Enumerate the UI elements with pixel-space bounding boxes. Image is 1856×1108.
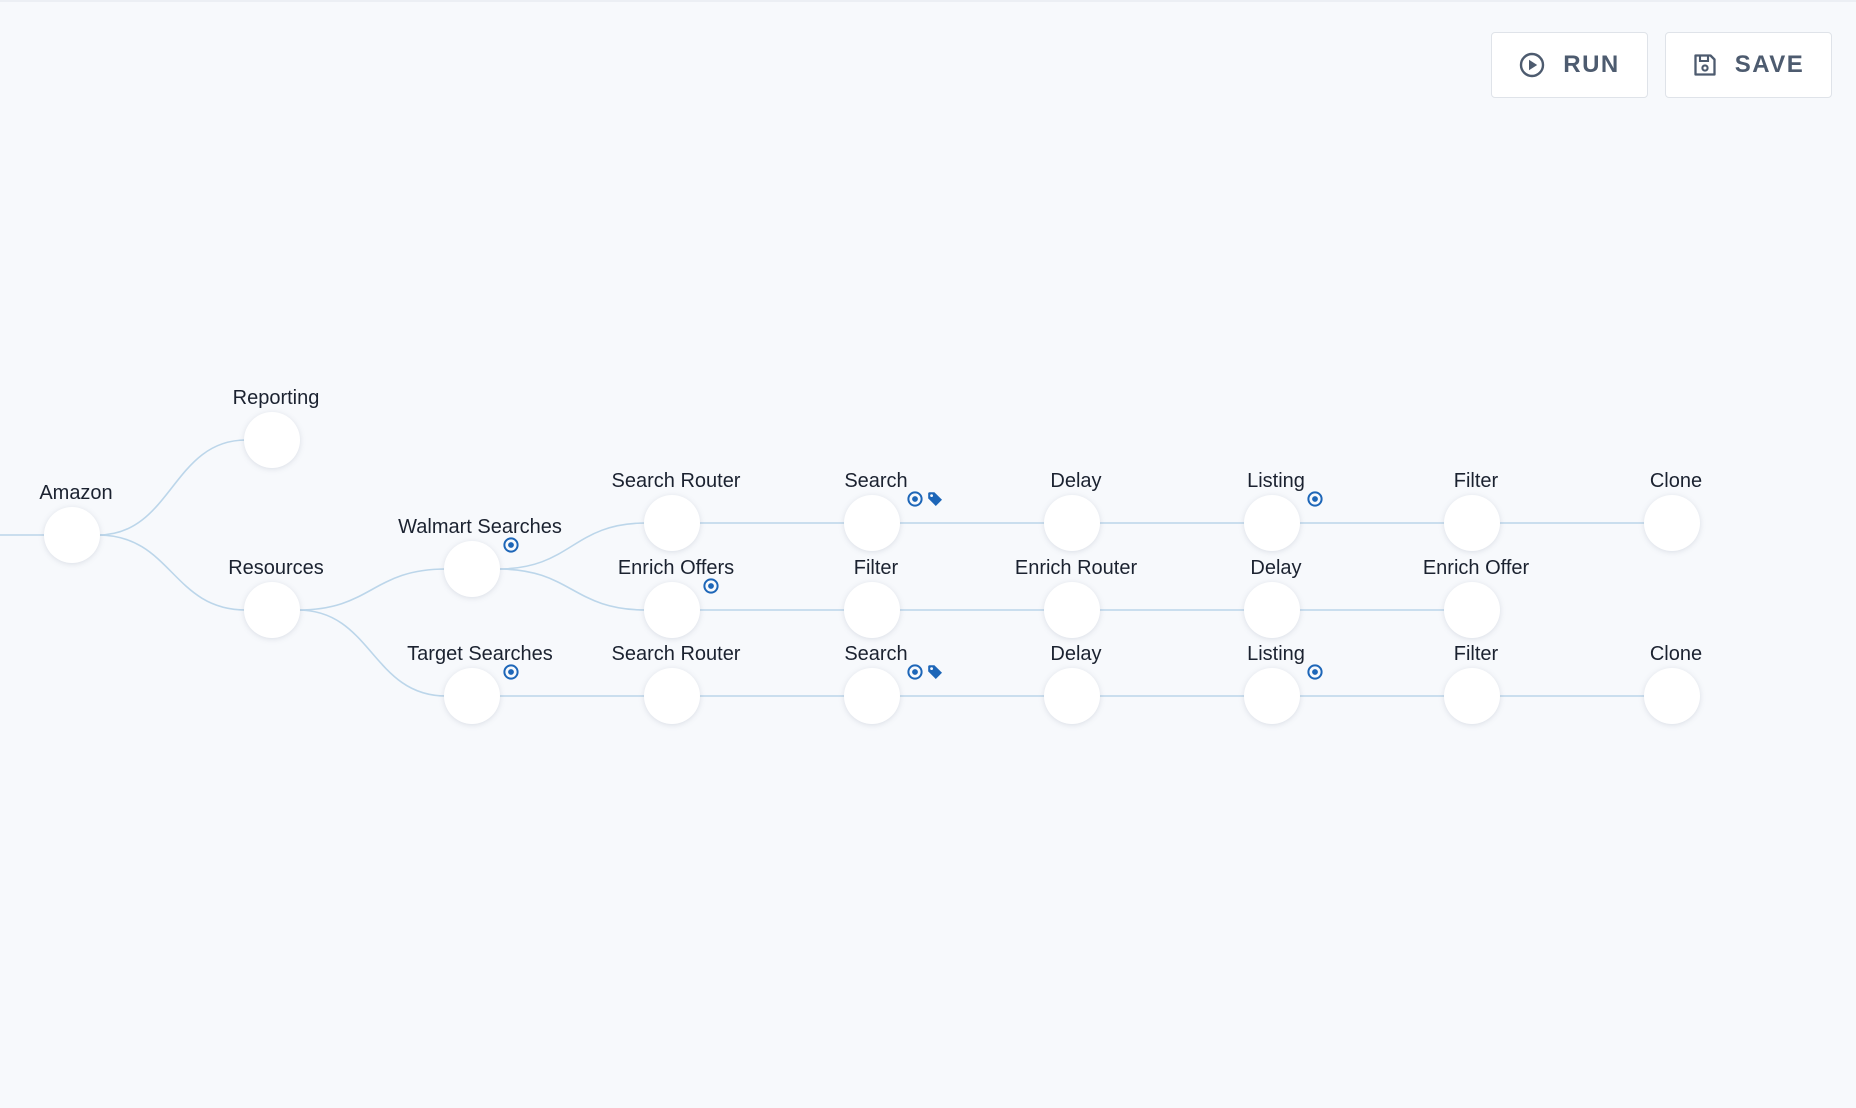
node-circle[interactable] [1244,582,1300,638]
workflow-node-w-listing[interactable]: Listing [1244,470,1323,551]
workflow-node-resources[interactable]: Resources [228,557,324,638]
tag-icon [928,492,942,506]
edge-layer [0,439,1646,697]
node-label: Search [844,470,907,492]
workflow-node-e-enrich-offer[interactable]: Enrich Offer [1423,557,1530,638]
node-circle[interactable] [444,668,500,724]
save-button[interactable]: SAVE [1665,32,1832,98]
target-icon [907,491,923,507]
run-button[interactable]: RUN [1491,32,1648,98]
workflow-node-t-filter[interactable]: Filter [1444,643,1500,724]
node-label: Filter [1454,643,1499,665]
target-icon [1307,491,1323,507]
workflow-node-amazon[interactable]: Amazon [39,482,113,563]
workflow-node-t-clone[interactable]: Clone [1644,643,1702,724]
node-circle[interactable] [1044,668,1100,724]
top-border [0,0,1856,2]
node-label: Reporting [233,387,320,409]
node-label: Delay [1050,470,1101,492]
node-label: Search [844,643,907,665]
floppy-disk-icon [1694,54,1716,76]
edge-resources-to-target-searches [297,609,447,697]
node-label: Enrich Router [1015,557,1138,579]
target-icon [503,664,519,680]
node-label: Amazon [39,482,112,504]
node-circle[interactable] [1044,495,1100,551]
node-label: Enrich Offers [618,557,734,579]
edge-walmart-searches-to-e-enrich-offers [497,568,647,611]
node-label: Search Router [612,643,741,665]
workflow-node-t-search-router[interactable]: Search Router [612,643,741,724]
node-label: Listing [1247,643,1305,665]
run-button-label: RUN [1563,51,1620,78]
tag-icon [928,665,942,679]
node-label: Filter [1454,470,1499,492]
edge-amazon-to-reporting [97,439,247,536]
node-circle[interactable] [844,495,900,551]
workflow-node-w-search[interactable]: Search [844,470,942,551]
edge-resources-to-walmart-searches [297,568,447,611]
toolbar: RUN SAVE [1491,32,1832,98]
node-circle[interactable] [644,582,700,638]
node-circle[interactable] [844,582,900,638]
workflow-node-w-clone[interactable]: Clone [1644,470,1702,551]
node-circle[interactable] [44,507,100,563]
workflow-node-e-enrich-offers[interactable]: Enrich Offers [618,557,734,638]
workflow-node-t-listing[interactable]: Listing [1244,643,1323,724]
workflow-node-reporting[interactable]: Reporting [233,387,320,468]
node-label: Resources [228,557,324,579]
workflow-node-walmart-searches[interactable]: Walmart Searches [398,516,562,597]
workflow-node-w-search-router[interactable]: Search Router [612,470,741,551]
edge-amazon-to-resources [97,534,247,611]
play-circle-icon [1520,52,1545,78]
node-circle[interactable] [244,412,300,468]
node-circle[interactable] [1644,668,1700,724]
node-circle[interactable] [1444,668,1500,724]
workflow-node-e-delay[interactable]: Delay [1244,557,1302,638]
node-circle[interactable] [1044,582,1100,638]
node-label: Clone [1650,470,1702,492]
node-label: Listing [1247,470,1305,492]
save-button-label: SAVE [1734,51,1805,78]
node-circle[interactable] [444,541,500,597]
workflow-node-e-filter[interactable]: Filter [844,557,900,638]
target-icon [1307,664,1323,680]
node-label: Search Router [612,470,741,492]
workflow-node-w-delay[interactable]: Delay [1044,470,1102,551]
workflow-node-t-delay[interactable]: Delay [1044,643,1102,724]
node-circle[interactable] [1244,668,1300,724]
node-circle[interactable] [644,668,700,724]
node-circle[interactable] [1244,495,1300,551]
node-label: Clone [1650,643,1702,665]
node-label: Delay [1250,557,1301,579]
edge-walmart-searches-to-w-search-router [497,522,647,570]
workflow-node-e-enrich-router[interactable]: Enrich Router [1015,557,1138,638]
workflow-node-w-filter[interactable]: Filter [1444,470,1500,551]
workflow-node-target-searches[interactable]: Target Searches [407,643,553,724]
node-circle[interactable] [1644,495,1700,551]
node-label: Enrich Offer [1423,557,1530,579]
workflow-node-t-search[interactable]: Search [844,643,942,724]
node-circle[interactable] [844,668,900,724]
node-circle[interactable] [1444,495,1500,551]
node-label: Filter [854,557,899,579]
node-circle[interactable] [1444,582,1500,638]
node-circle[interactable] [644,495,700,551]
node-label: Walmart Searches [398,516,562,538]
node-label: Target Searches [407,643,553,665]
node-label: Delay [1050,643,1101,665]
target-icon [503,537,519,553]
target-icon [703,578,719,594]
target-icon [907,664,923,680]
node-circle[interactable] [244,582,300,638]
